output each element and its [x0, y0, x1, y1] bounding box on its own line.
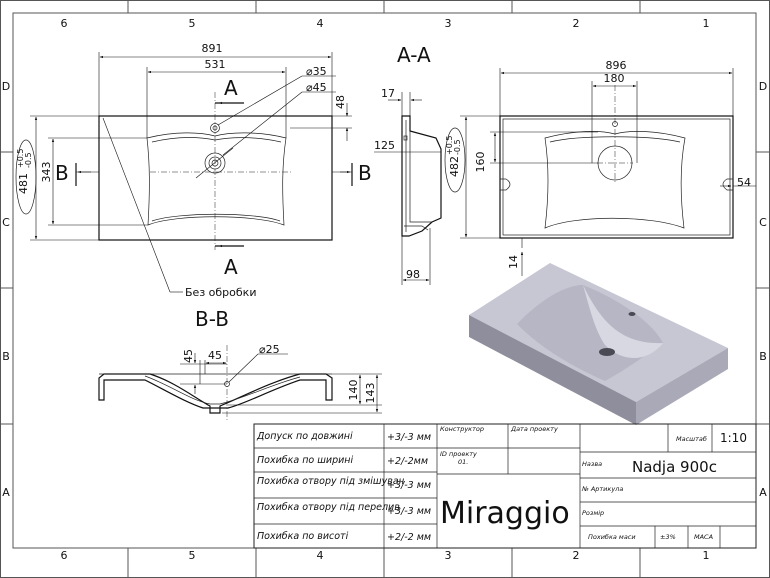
zone-col-top: 3 [445, 17, 452, 30]
zone-row-right: A [759, 486, 767, 499]
render-mixer-hole [628, 312, 636, 316]
zone-col-top: 2 [573, 17, 580, 30]
article-label: № Артикула [581, 485, 623, 493]
zone-col-bottom: 4 [317, 549, 324, 562]
tolerance-value: +2/-2мм [387, 456, 428, 467]
dim-basin-width: 531 [205, 58, 226, 71]
project-id-label: ID проекту [440, 450, 477, 458]
name-label: Назва [582, 460, 602, 468]
zone-col-bottom: 2 [573, 549, 580, 562]
project-id-value: 01. [458, 458, 468, 466]
size-label: Розмір [582, 509, 604, 517]
section-a-a: A-A 17 125 98 [374, 43, 442, 285]
zone-col-top: 5 [189, 17, 196, 30]
dim-bb-45-vert: 45 [182, 349, 195, 363]
mass-value: MACA [694, 533, 713, 541]
bottom-view: 896 180 160 482 +0.5 -0.5 54 14 [444, 59, 756, 276]
note-no-finish: Без обробки [185, 286, 256, 299]
zone-row-left: D [2, 80, 10, 93]
wall-bracket-right [722, 178, 733, 191]
tolerance-value: +3/-3 мм [387, 432, 431, 443]
dim-hole-45: ⌀45 [306, 81, 327, 94]
isometric-render [469, 263, 728, 425]
zone-col-top: 1 [703, 17, 710, 30]
dim-bottom-14: 14 [507, 255, 520, 269]
zone-col-top: 6 [61, 17, 68, 30]
render-front-face [469, 315, 636, 425]
dim-bottom-54: 54 [737, 176, 751, 189]
dim-bottom-160: 160 [474, 152, 487, 173]
top-view-outline [98, 115, 333, 241]
dim-bb-45-horiz: 45 [208, 349, 222, 362]
section-title-aa: A-A [397, 43, 431, 67]
zone-col-bottom: 3 [445, 549, 452, 562]
dim-side-17: 17 [381, 87, 395, 100]
section-title-bb: B-B [195, 307, 229, 331]
tolerance-label: Похибка отвору під змішувач [257, 476, 405, 487]
render-drain-hole [599, 348, 615, 356]
dim-bb-143: 143 [364, 383, 377, 404]
zone-col-bottom: 5 [189, 549, 196, 562]
zone-labels: 6 5 4 3 2 1 6 5 4 3 2 1 D C B A D C B A [2, 17, 767, 562]
dim-hole-35: ⌀35 [306, 65, 327, 78]
cut-label-a-top: A [224, 76, 238, 100]
scale-value: 1:10 [720, 431, 747, 445]
dim-bottom-180: 180 [604, 72, 625, 85]
scale-label: Масштаб [676, 435, 707, 443]
dim-offset-48: 48 [334, 95, 347, 109]
tolerance-value: +2/-2 мм [387, 532, 431, 543]
zone-row-left: C [2, 216, 10, 229]
brand-logo: Miraggio [440, 496, 570, 531]
top-view-basin [146, 132, 287, 226]
render-side-face [636, 348, 728, 425]
dim-plan-width: 891 [202, 42, 223, 55]
designer-label: Конструктор [440, 425, 484, 433]
tol-482-down: -0.5 [453, 139, 462, 155]
tolerance-value: +3/-3 мм [387, 506, 431, 517]
dim-bb-140: 140 [347, 380, 360, 401]
tol-481-up: +0.5 [16, 149, 25, 168]
section-aa-profile [401, 115, 442, 237]
top-view: 891 531 ⌀35 ⌀45 48 343 481 +0.5 -0.5 [15, 42, 372, 299]
dim-depth-482: 482 [448, 156, 461, 177]
zone-row-right: B [759, 350, 767, 363]
cut-label-b-left: B [55, 161, 69, 185]
tolerance-label: Похибка отвору під перелив [257, 502, 400, 513]
mass-tolerance: ±3% [660, 533, 676, 541]
zone-row-right: D [759, 80, 767, 93]
wall-bracket-left [500, 178, 511, 191]
mass-label: Похибка маси [588, 533, 636, 541]
bottom-view-outline [499, 115, 734, 239]
zone-col-bottom: 6 [61, 549, 68, 562]
dim-bb-hole-25: ⌀25 [259, 343, 280, 356]
tolerance-label: Похибка по висоті [257, 531, 349, 542]
product-name: Nadja 900c [632, 458, 717, 476]
dim-side-98: 98 [406, 268, 420, 281]
tolerance-label: Допуск по довжині [256, 431, 353, 442]
cut-label-a-bottom: A [224, 255, 238, 279]
mixer-hole [210, 123, 220, 133]
zone-col-top: 4 [317, 17, 324, 30]
zone-row-right: C [759, 216, 767, 229]
dim-depth-343: 343 [40, 162, 53, 183]
dim-side-125: 125 [374, 139, 395, 152]
tolerance-label: Похибка по ширині [257, 455, 354, 466]
dim-bottom-width: 896 [606, 59, 627, 72]
tol-482-up: +0.5 [445, 136, 454, 155]
section-b-b: B-B 45 45 ⌀25 140 143 [98, 307, 382, 420]
zone-row-left: A [2, 486, 10, 499]
tol-481-down: -0.5 [24, 152, 33, 168]
title-block: Допуск по довжині +3/-3 мм Похибка по ши… [253, 423, 757, 549]
zone-row-left: B [2, 350, 10, 363]
zone-col-bottom: 1 [703, 549, 710, 562]
cut-label-b-right: B [358, 161, 372, 185]
design-date-label: Дата проекту [510, 425, 558, 433]
tolerance-value: +3/-3 мм [387, 480, 431, 491]
dim-depth-481: 481 [17, 173, 30, 194]
section-bb-profile [98, 373, 333, 414]
